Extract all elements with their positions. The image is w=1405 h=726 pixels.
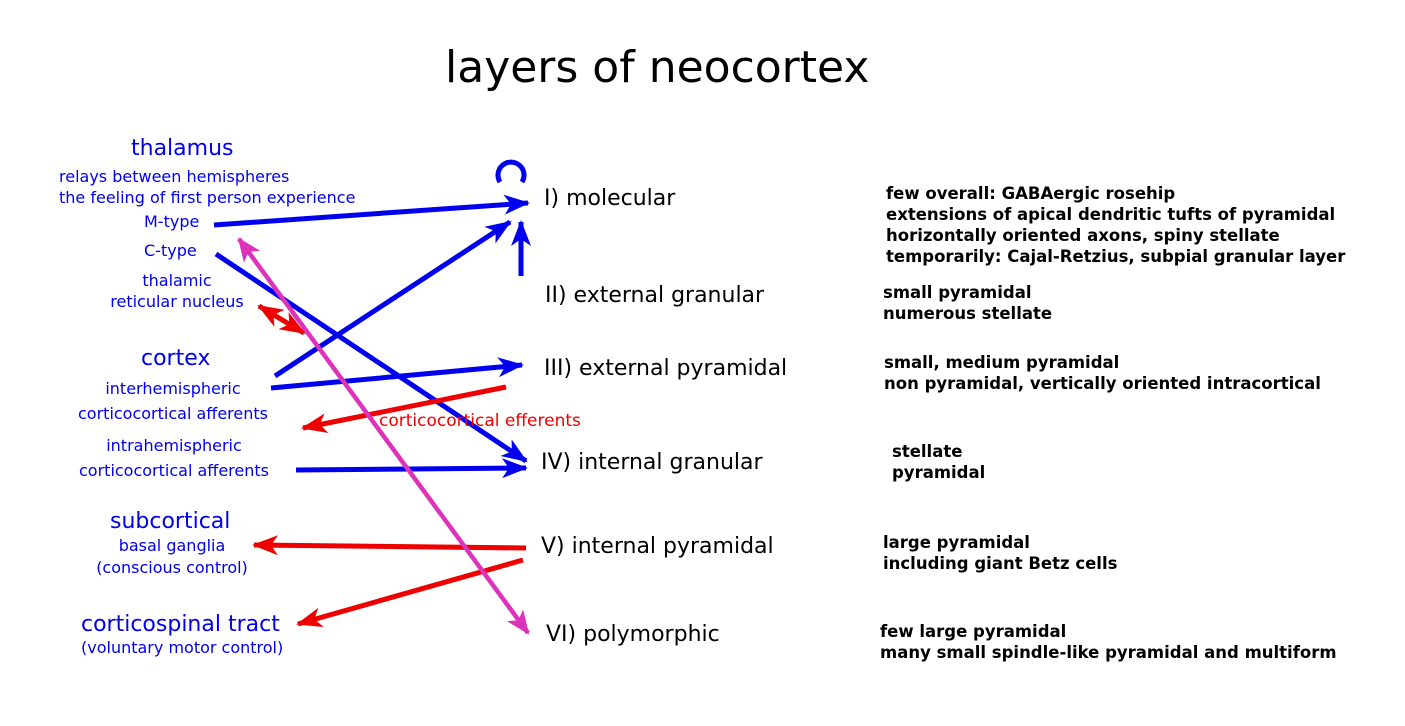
- m-type-label: M-type: [144, 212, 200, 231]
- layer-3-name: III) external pyramidal: [544, 356, 788, 381]
- layer-5-description: large pyramidal including giant Betz cel…: [883, 532, 1117, 574]
- layer-2-description: small pyramidal numerous stellate: [883, 282, 1052, 324]
- thalamus-line: relays between hemispheres: [59, 167, 290, 186]
- thalamus-line: the feeling of first person experience: [59, 188, 356, 207]
- corticocortical-efferents-label: corticocortical efferents: [379, 411, 581, 431]
- subcortical-description: basal ganglia (conscious control): [90, 535, 254, 579]
- description-line: many small spindle-like pyramidal and mu…: [880, 643, 1337, 662]
- arrow-m-type-to-molecular: [213, 194, 530, 228]
- description-line: pyramidal: [892, 463, 986, 482]
- layer-1-name: I) molecular: [544, 186, 676, 211]
- inter-line: interhemispheric: [105, 379, 241, 398]
- intra-line: intrahemispheric: [106, 436, 242, 455]
- subcortical-line: basal ganglia: [118, 536, 226, 555]
- layer-1-description: few overall: GABAergic rosehip extension…: [886, 183, 1345, 267]
- thalamus-heading: thalamus: [131, 136, 234, 161]
- interhemispheric-afferents: interhemispheric corticocortical afferen…: [72, 376, 274, 426]
- arrow-internal-pyramidal-to-subcortical: [252, 535, 527, 556]
- reticular-line: reticular nucleus: [110, 292, 244, 311]
- description-line: horizontally oriented axons, spiny stell…: [886, 226, 1280, 245]
- description-line: non pyramidal, vertically oriented intra…: [884, 374, 1321, 393]
- subcortical-heading: subcortical: [110, 509, 231, 534]
- layer-6-name: VI) polymorphic: [546, 622, 720, 647]
- intra-line: corticocortical afferents: [79, 461, 269, 480]
- layer-5-name: V) internal pyramidal: [541, 534, 774, 559]
- diagram-title: layers of neocortex: [445, 42, 870, 93]
- description-line: small, medium pyramidal: [884, 353, 1120, 372]
- layer-6-description: few large pyramidal many small spindle-l…: [880, 621, 1337, 663]
- description-line: numerous stellate: [883, 304, 1053, 323]
- description-line: small pyramidal: [883, 283, 1032, 302]
- thalamus-description: relays between hemispheres the feeling o…: [59, 166, 355, 208]
- layer-3-description: small, medium pyramidal non pyramidal, v…: [884, 352, 1321, 394]
- description-line: including giant Betz cells: [883, 554, 1118, 573]
- cortex-heading: cortex: [141, 346, 211, 371]
- corticospinal-description: (voluntary motor control): [81, 638, 284, 657]
- corticospinal-heading: corticospinal tract: [81, 612, 280, 637]
- description-line: extensions of apical dendritic tufts of …: [886, 205, 1336, 224]
- arrow-internal-pyramidal-to-corticospinal: [296, 557, 524, 628]
- arrow-polymorphic-thalamus-bidirectional: [237, 237, 530, 635]
- description-line: few overall: GABAergic rosehip: [886, 184, 1176, 203]
- molecular-loop-symbol: [495, 159, 527, 184]
- intrahemispheric-afferents: intrahemispheric corticocortical afferen…: [73, 433, 275, 483]
- layer-2-name: II) external granular: [545, 283, 765, 308]
- layer-4-description: stellate pyramidal: [892, 441, 985, 483]
- layer-4-name: IV) internal granular: [541, 450, 763, 475]
- subcortical-line: (conscious control): [96, 558, 248, 577]
- reticular-line: thalamic: [142, 271, 212, 290]
- description-line: stellate: [892, 442, 963, 461]
- c-type-label: C-type: [144, 241, 197, 260]
- description-line: large pyramidal: [883, 533, 1030, 552]
- arrow-cortex-to-molecular: [273, 219, 512, 379]
- arrow-inter-to-external-pyramidal: [270, 357, 524, 391]
- description-line: temporarily: Cajal-Retzius, subpial gran…: [886, 247, 1346, 266]
- thalamic-reticular-nucleus: thalamic reticular nucleus: [106, 270, 248, 312]
- description-line: few large pyramidal: [880, 622, 1067, 641]
- inter-line: corticocortical afferents: [78, 404, 268, 423]
